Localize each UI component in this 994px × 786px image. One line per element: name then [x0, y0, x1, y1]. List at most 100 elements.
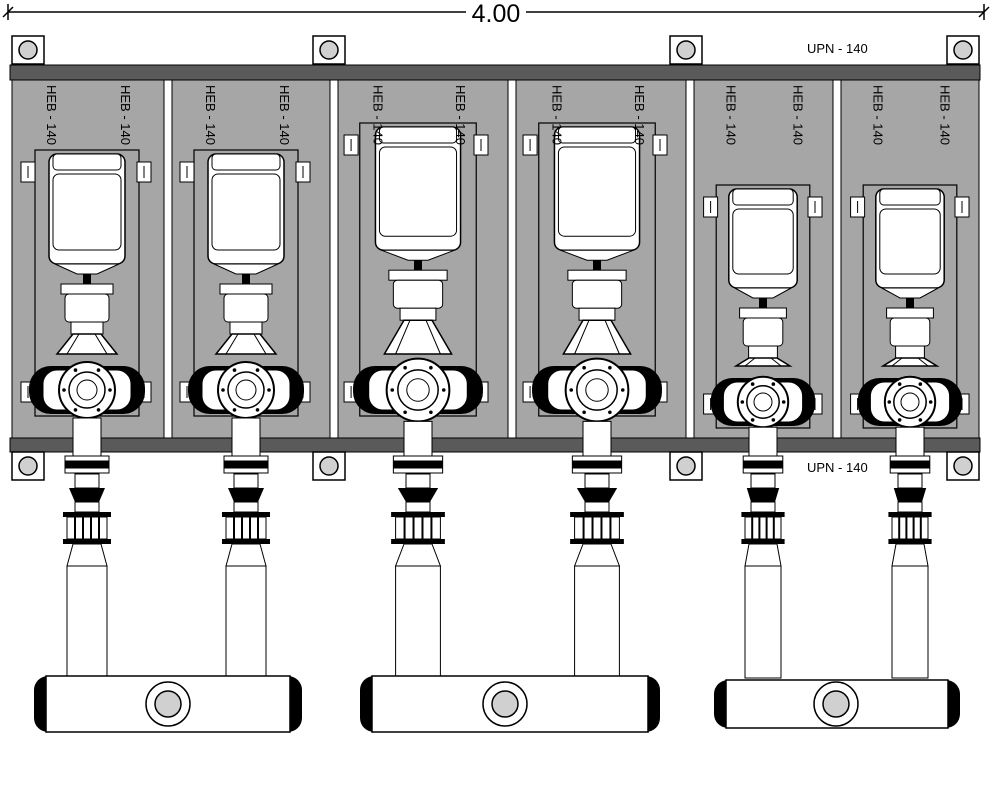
valve-flange — [223, 461, 269, 468]
motor-housing — [732, 208, 794, 275]
steel-frame — [9, 35, 981, 481]
motor-housing — [52, 173, 122, 251]
pump-unit-3 — [343, 122, 489, 679]
flange-bolt — [582, 365, 586, 370]
pipe-reducer — [394, 543, 442, 567]
dimension-tick-left — [2, 4, 14, 20]
column-label: HEB - 140 — [44, 85, 59, 145]
column-label: HEB - 140 — [371, 85, 386, 145]
dimension-line: 4.00 — [2, 0, 990, 28]
flange-bolt — [569, 388, 574, 392]
pump-lantern-ribs — [225, 333, 267, 355]
pump-lantern-ribs — [574, 320, 620, 355]
union-flange-bottom — [222, 539, 270, 544]
motor-flange — [734, 287, 792, 299]
pump-lantern — [214, 333, 278, 355]
anchor-bolt — [18, 40, 38, 60]
flange-bolt — [897, 418, 902, 422]
flange-bolt — [887, 400, 892, 404]
motor-cap — [378, 126, 458, 144]
motor-cap — [52, 153, 122, 171]
motor-cap — [211, 153, 281, 171]
union-flange-bottom — [570, 539, 624, 544]
flange-bolt — [582, 410, 586, 415]
flange-bolt — [96, 408, 101, 412]
motor-flange — [560, 249, 634, 261]
flange-bolt — [221, 388, 225, 392]
pipe-reducer — [573, 543, 621, 567]
column-label: HEB - 140 — [550, 85, 565, 145]
column-label: HEB - 140 — [453, 85, 468, 145]
valve-body — [750, 473, 776, 489]
coupling-hub — [748, 345, 778, 359]
union-flange-top — [741, 512, 785, 517]
anchor-bolt — [676, 456, 696, 476]
riser-pipe — [403, 420, 433, 457]
discharge-pipe — [574, 565, 620, 679]
union-flange-bottom — [888, 539, 932, 544]
header-outlet — [154, 690, 182, 718]
riser-pipe — [582, 420, 612, 457]
pump-unit-4 — [522, 122, 668, 679]
motor-shaft — [83, 274, 91, 284]
coupling-guard — [392, 279, 444, 309]
coupling-hub — [70, 321, 104, 335]
pump-port — [900, 392, 920, 412]
motor-flange — [881, 287, 939, 299]
flange-bolt — [608, 410, 612, 415]
flange-bolt — [403, 410, 407, 415]
coupling-guard — [889, 317, 931, 347]
union-body — [891, 516, 929, 540]
valve-flange — [571, 461, 623, 468]
motor-housing — [879, 208, 941, 275]
union-flange-top — [888, 512, 932, 517]
pump-lantern — [562, 319, 632, 355]
flange-bolt — [750, 418, 755, 422]
motor-shaft — [906, 298, 914, 308]
valve-flange — [392, 455, 444, 462]
valve-flange — [571, 455, 623, 462]
anchor-bolt — [319, 40, 339, 60]
motor-housing — [557, 146, 637, 237]
union-flange-bottom — [391, 539, 445, 544]
valve-flange — [742, 467, 784, 474]
column-label: HEB - 140 — [724, 85, 739, 145]
union-flange-top — [570, 512, 624, 517]
pipe-reducer — [66, 543, 108, 567]
pump-lantern-ribs — [395, 320, 441, 355]
union-body — [744, 516, 782, 540]
flange-bolt — [232, 408, 237, 412]
column-label: HEB - 140 — [203, 85, 218, 145]
column-label: HEB - 140 — [277, 85, 292, 145]
pump-assemblies — [20, 122, 970, 733]
valve-stem — [74, 501, 100, 513]
coupling-collar — [739, 307, 787, 319]
anchor-bolt — [953, 40, 973, 60]
valve-flange — [64, 467, 110, 474]
bottom-beam-label: UPN - 140 — [807, 460, 868, 475]
flange-bolt — [108, 388, 112, 392]
pump-port — [406, 378, 430, 402]
pump-port — [76, 379, 98, 401]
valve-flange — [889, 461, 931, 468]
union-body — [574, 516, 620, 540]
motor-shaft — [759, 298, 767, 308]
discharge-pipe — [225, 565, 267, 679]
flange-bolt — [62, 388, 66, 392]
discharge-pipe — [891, 565, 929, 679]
coupling-guard — [571, 279, 623, 309]
discharge-pipe — [66, 565, 108, 679]
pipe-reducer — [225, 543, 267, 567]
flange-bolt — [73, 368, 78, 372]
pump-port — [753, 392, 773, 412]
valve-stem — [750, 501, 776, 513]
flange-bolt — [918, 418, 923, 422]
header-outlet — [822, 690, 850, 718]
riser-pipe — [72, 417, 102, 457]
union-body — [66, 516, 108, 540]
coupling-collar — [60, 283, 114, 295]
union-flange-top — [222, 512, 270, 517]
coupling-hub — [229, 321, 263, 335]
discharge-header-2 — [360, 675, 660, 733]
coupling-collar — [886, 307, 934, 319]
